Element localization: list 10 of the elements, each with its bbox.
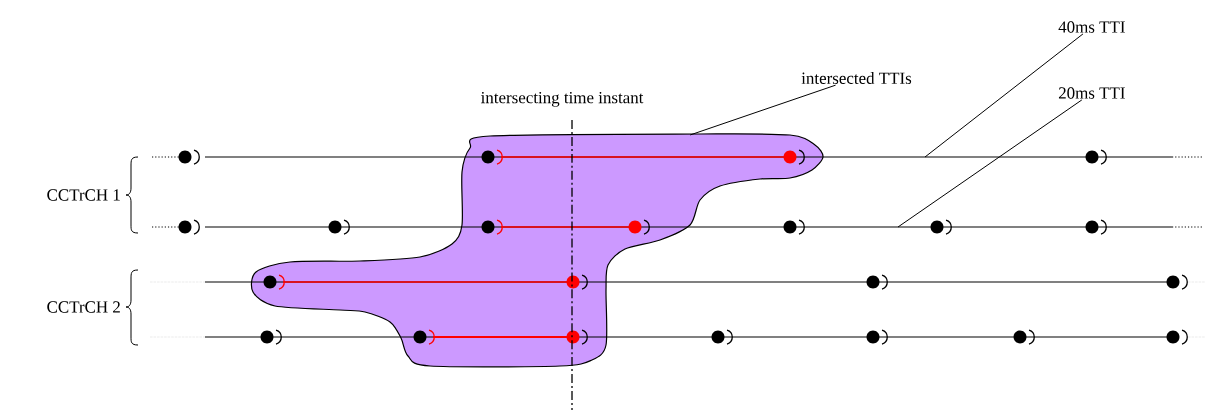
annotation-text: intersecting time instant bbox=[481, 91, 644, 107]
leader-line bbox=[924, 33, 1084, 158]
group-label: CCTrCH 2 bbox=[47, 301, 120, 313]
callout-label: 40ms TTI bbox=[1058, 21, 1125, 33]
leader-line bbox=[897, 99, 1083, 228]
highlight-region bbox=[250, 133, 824, 368]
leader-line bbox=[689, 84, 837, 136]
callout-label: 20ms TTI bbox=[1058, 87, 1125, 99]
callout-label: intersected TTIs bbox=[801, 72, 912, 84]
group-label: CCTrCH 1 bbox=[47, 189, 120, 201]
